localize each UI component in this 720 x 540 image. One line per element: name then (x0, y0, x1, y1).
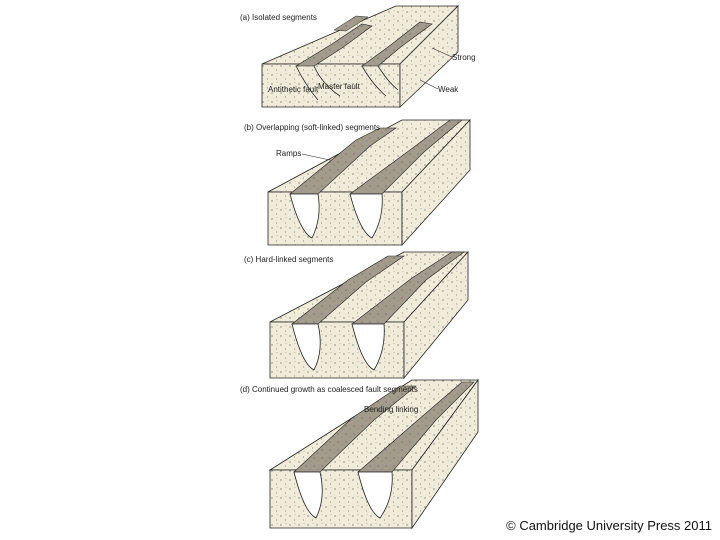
panel-caption: (a) Isolated segments (240, 13, 317, 22)
panel-c: (c) Hard-linked segments (244, 252, 468, 378)
strong-label: Strong (452, 53, 476, 62)
panel-caption: (d) Continued growth as coalesced fault … (240, 385, 418, 394)
ramps-label: Ramps (276, 149, 301, 158)
panel-d: (d) Continued growth as coalesced fault … (240, 380, 478, 528)
panel-b: (b) Overlapping (soft-linked) segments R… (244, 120, 470, 245)
weak-label: Weak (438, 85, 459, 94)
bending-linking-label: Bending linking (364, 405, 418, 414)
panel-a: (a) Isolated segments Antithetic fault M… (240, 6, 476, 107)
master-fault-label: Master fault (318, 82, 361, 91)
panel-caption: (b) Overlapping (soft-linked) segments (244, 123, 380, 132)
leader-line (302, 154, 330, 160)
copyright-notice: © Cambridge University Press 2011 (506, 518, 712, 533)
panel-caption: (c) Hard-linked segments (244, 255, 333, 264)
antithetic-fault-label: Antithetic fault (268, 85, 319, 94)
